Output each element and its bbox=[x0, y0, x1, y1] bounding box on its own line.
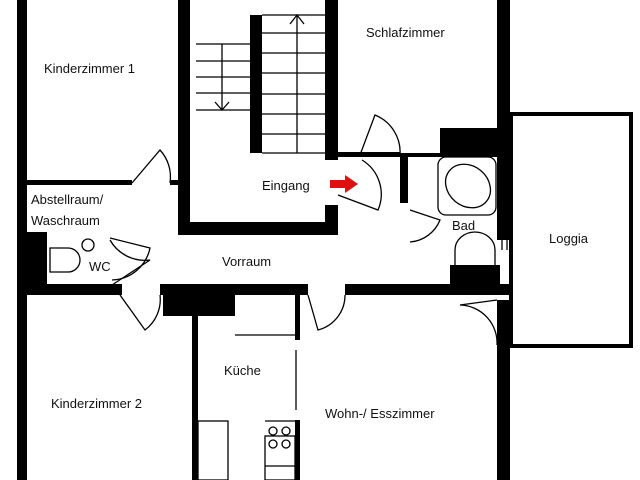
bedroom-wall-right bbox=[497, 0, 510, 240]
room-label-bad: Bad bbox=[452, 218, 475, 233]
room-label-loggia: Loggia bbox=[549, 231, 589, 246]
room-label-wohnzimmer: Wohn-/ Esszimmer bbox=[325, 406, 435, 421]
room-label-vorraum: Vorraum bbox=[222, 254, 271, 269]
stair-wall-left bbox=[178, 0, 190, 235]
kitchen-pillar bbox=[163, 284, 235, 316]
room-label-abstellraum-1: Abstellraum/ bbox=[31, 192, 104, 207]
wc-wall-bottom bbox=[27, 284, 122, 295]
outer-wall-left bbox=[17, 0, 27, 480]
stair-wall-right bbox=[325, 0, 338, 160]
room-label-kueche: Küche bbox=[224, 363, 261, 378]
wall-stub bbox=[170, 180, 180, 185]
room-label-abstellraum-2: Waschraum bbox=[31, 213, 100, 228]
bath-wall-left bbox=[400, 153, 408, 203]
sink-icon bbox=[81, 231, 496, 269]
room-label-eingang: Eingang bbox=[262, 178, 310, 193]
entrance-arrow-icon bbox=[330, 175, 358, 193]
stove-icon bbox=[265, 420, 295, 467]
stair-wall-bottom bbox=[178, 222, 338, 235]
bath-wall-top bbox=[400, 153, 500, 157]
kids1-wall-bottom bbox=[27, 180, 132, 185]
room-label-kinderzimmer2: Kinderzimmer 2 bbox=[51, 396, 142, 411]
bedroom-wall-bottom bbox=[338, 152, 400, 157]
room-label-kinderzimmer1: Kinderzimmer 1 bbox=[44, 61, 135, 76]
loggia-outline bbox=[509, 112, 633, 348]
living-wall-right bbox=[497, 300, 510, 480]
toilet-icon bbox=[49, 247, 81, 273]
stairs bbox=[196, 13, 325, 154]
stair-wall-right-lower bbox=[325, 205, 338, 235]
doors[interactable] bbox=[109, 114, 498, 346]
room-label-schlafzimmer: Schlafzimmer bbox=[366, 25, 445, 40]
hall-wall-bottom-right bbox=[345, 284, 510, 295]
bathtub-icon bbox=[437, 156, 497, 216]
kitchen-wall-right-lower bbox=[295, 420, 300, 480]
stair-center-wall bbox=[250, 15, 262, 153]
kitchen-wall-right bbox=[295, 295, 300, 340]
bath-pillar bbox=[440, 128, 497, 154]
room-label-wc: WC bbox=[89, 259, 111, 274]
kitchen-wall-left bbox=[192, 315, 198, 480]
wc-wall-left bbox=[27, 232, 47, 295]
